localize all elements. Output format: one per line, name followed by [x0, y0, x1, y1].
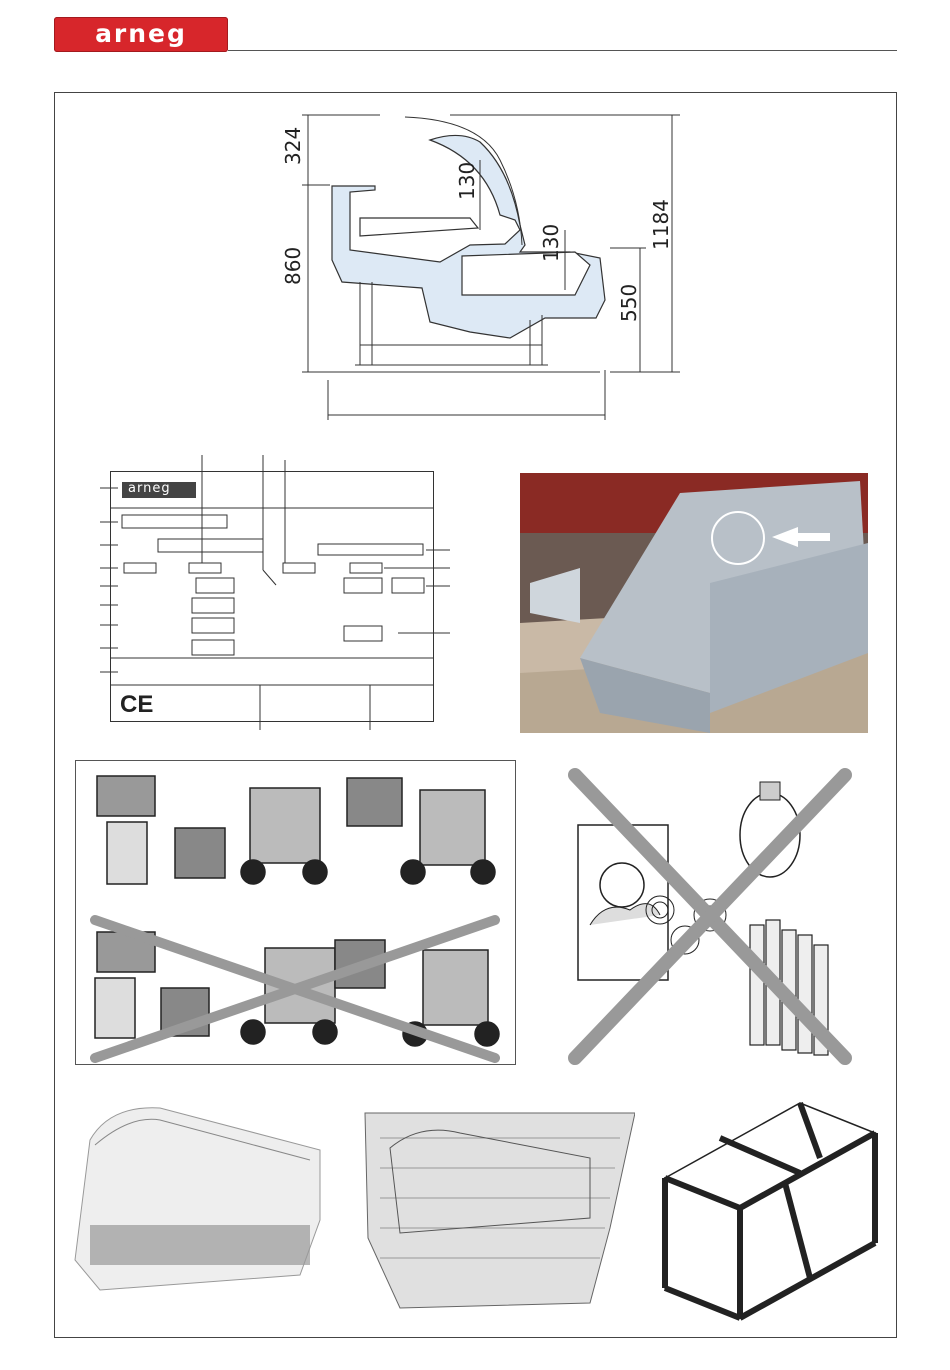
- sun-icon: [600, 863, 644, 907]
- ce-mark: CE: [120, 691, 153, 718]
- packaging-wrapped: [360, 1108, 635, 1313]
- cabinet-photo: [520, 473, 868, 733]
- packaging-crate: [660, 1098, 882, 1323]
- packaging-cover: [70, 1100, 330, 1315]
- environment-warning: [560, 760, 860, 1075]
- forklift-diagram: [75, 760, 516, 1065]
